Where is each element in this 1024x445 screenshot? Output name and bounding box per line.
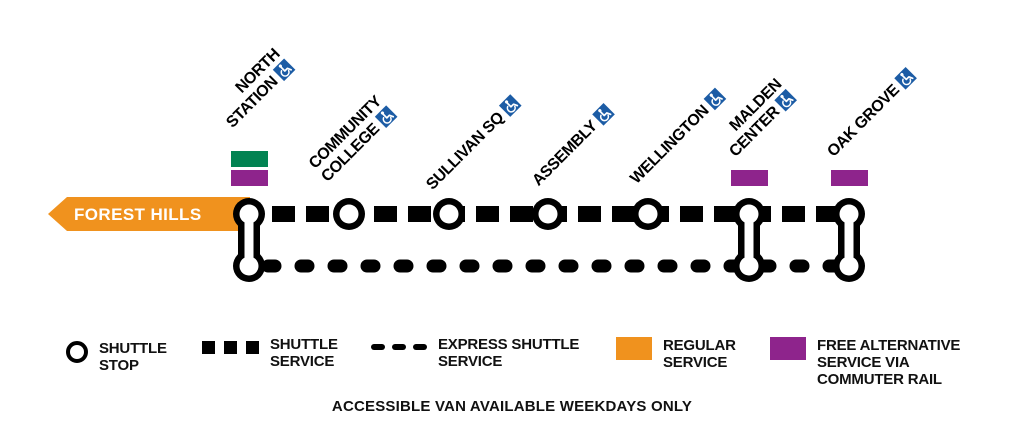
regular-service-arrow <box>48 197 250 231</box>
legend-label: SERVICE VIA <box>817 354 910 371</box>
accessible-icon <box>272 58 296 82</box>
green-line-marker <box>231 151 268 167</box>
legend-label: STOP <box>99 357 139 374</box>
legend-label: SHUTTLE <box>270 336 338 353</box>
shuttle-stop-marker-community-college <box>333 198 365 230</box>
station-label-community-college: COMMUNITY COLLEGE <box>306 93 399 186</box>
legend-shuttle-service: SHUTTLE SERVICE <box>202 336 338 370</box>
shuttle-stop-marker-wellington <box>632 198 664 230</box>
regular-service-icon <box>616 337 652 360</box>
station-label-sullivan-sq: SULLIVAN SQ <box>423 94 523 194</box>
station-name-line: ASSEMBLY <box>529 102 616 190</box>
station-name-line: STATION <box>223 58 297 132</box>
legend-label: SERVICE <box>270 353 335 370</box>
station-name-line: OAK GROVE <box>824 66 918 161</box>
transfer-connector-malden-center <box>733 198 765 282</box>
transfer-connector-oak-grove <box>833 198 865 282</box>
legend-label: SERVICE <box>438 353 503 370</box>
accessible-icon <box>374 105 398 129</box>
shuttle-stop-icon <box>66 341 88 363</box>
station-name-line: CENTER <box>726 88 798 161</box>
express-shuttle-icon <box>371 344 427 350</box>
commuter-rail-marker-north-station <box>231 170 268 186</box>
legend-shuttle-stop: SHUTTLE STOP <box>66 340 167 374</box>
legend-label: FREE ALTERNATIVE <box>817 337 961 354</box>
accessible-icon <box>894 66 918 90</box>
terminus-label: FOREST HILLS <box>74 205 202 224</box>
shuttle-stop-marker-sullivan-sq <box>433 198 465 230</box>
station-name-line: COLLEGE <box>318 105 398 186</box>
station-name-line: WELLINGTON <box>627 87 728 188</box>
transfer-connector-north-station <box>233 198 265 282</box>
station-label-north-station: NORTH STATION <box>211 46 297 132</box>
commuter-rail-marker-oak-grove <box>831 170 868 186</box>
accessible-icon <box>703 87 727 111</box>
shuttle-stop-marker-assembly <box>532 198 564 230</box>
legend-label: COMMUTER RAIL <box>817 371 942 388</box>
accessible-van-note: ACCESSIBLE VAN AVAILABLE WEEKDAYS ONLY <box>331 398 693 415</box>
station-label-wellington: WELLINGTON <box>627 87 728 188</box>
station-label-malden-center: MALDEN CENTER <box>714 76 799 161</box>
legend-regular-service: REGULAR SERVICE <box>616 337 736 371</box>
legend-label: REGULAR <box>663 337 736 354</box>
legend-express-shuttle: EXPRESS SHUTTLE SERVICE <box>371 336 579 370</box>
free-alternative-icon <box>770 337 806 360</box>
station-label-oak-grove: OAK GROVE <box>824 66 918 161</box>
shuttle-service-icon <box>202 341 259 354</box>
accessible-icon <box>592 102 615 126</box>
accessible-icon <box>774 88 798 112</box>
legend-label: SERVICE <box>663 354 728 371</box>
station-label-assembly: ASSEMBLY <box>529 102 616 190</box>
legend-label: EXPRESS SHUTTLE <box>438 336 580 353</box>
accessible-icon <box>498 94 522 117</box>
legend-free-alternative: FREE ALTERNATIVE SERVICE VIA COMMUTER RA… <box>770 337 960 388</box>
legend-label: SHUTTLE <box>99 340 167 357</box>
commuter-rail-marker-malden-center <box>731 170 768 186</box>
station-name-line: SULLIVAN SQ <box>423 94 523 194</box>
